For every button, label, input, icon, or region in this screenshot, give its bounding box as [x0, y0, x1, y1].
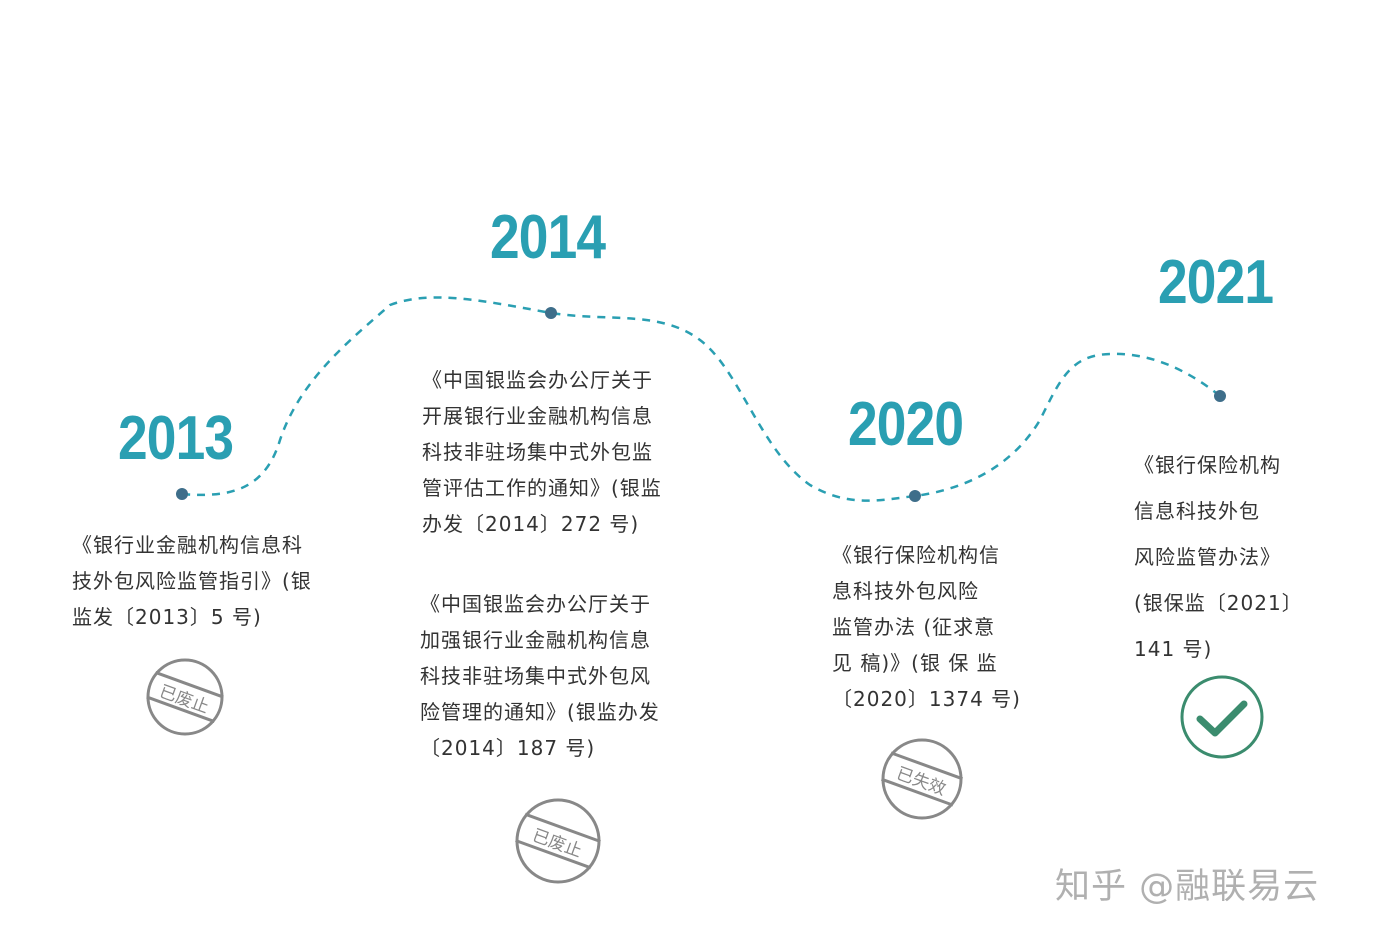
doc-line: 《中国银监会办公厅关于: [420, 592, 651, 616]
timeline-dot-2021: [1214, 390, 1226, 402]
check-icon: [1178, 673, 1266, 761]
doc-line: 见 稿)》(银 保 监: [832, 651, 998, 675]
doc-line: 《中国银监会办公厅关于: [422, 368, 653, 392]
doc-line: 信息科技外包: [1134, 499, 1260, 523]
timeline-path: [181, 296, 1221, 502]
doc-line: 141 号): [1134, 637, 1213, 661]
doc-line: 技外包风险监管指引》(银: [72, 569, 312, 593]
doc-line: 息科技外包风险: [832, 579, 979, 603]
doc-line: 加强银行业金融机构信息: [420, 628, 651, 652]
doc-2014-a: 《中国银监会办公厅关于 开展银行业金融机构信息 科技非驻场集中式外包监 管评估工…: [422, 362, 662, 542]
doc-2014-b: 《中国银监会办公厅关于 加强银行业金融机构信息 科技非驻场集中式外包风 险管理的…: [420, 586, 660, 766]
doc-line: 办发〔2014〕272 号): [422, 512, 640, 536]
doc-line: 〔2014〕187 号): [420, 736, 596, 760]
doc-line: 开展银行业金融机构信息: [422, 404, 653, 428]
doc-line: 监管办法 (征求意: [832, 615, 996, 639]
timeline-dot-2014: [545, 307, 557, 319]
doc-2013: 《银行业金融机构信息科 技外包风险监管指引》(银 监发〔2013〕5 号): [72, 527, 312, 635]
year-label-2014: 2014: [490, 203, 606, 272]
stamp-abolished-2013: 已废止: [145, 657, 225, 737]
doc-line: 科技非驻场集中式外包监: [422, 440, 653, 464]
stamp-circle-icon: [515, 798, 601, 884]
year-label-2013: 2013: [118, 404, 234, 473]
doc-line: 《银行保险机构信: [832, 543, 1000, 567]
stamp-expired-2020: 已失效: [880, 737, 964, 821]
year-label-2020: 2020: [848, 390, 964, 459]
doc-line: 〔2020〕1374 号): [832, 687, 1021, 711]
timeline-dot-2013: [176, 488, 188, 500]
doc-line: 监发〔2013〕5 号): [72, 605, 262, 629]
year-label-2021: 2021: [1158, 248, 1274, 317]
doc-line: 险管理的通知》(银监办发: [420, 700, 660, 724]
doc-2021: 《银行保险机构 信息科技外包 风险监管办法》 (银保监〔2021〕 141 号): [1134, 442, 1303, 672]
doc-2020: 《银行保险机构信 息科技外包风险 监管办法 (征求意 见 稿)》(银 保 监 〔…: [832, 537, 1021, 717]
doc-line: 《银行业金融机构信息科: [72, 533, 303, 557]
doc-line: 《银行保险机构: [1134, 453, 1281, 477]
doc-line: 管评估工作的通知》(银监: [422, 476, 662, 500]
doc-line: 科技非驻场集中式外包风: [420, 664, 651, 688]
watermark: 知乎 @融联易云: [1055, 867, 1320, 907]
stamp-circle-icon: [146, 658, 224, 736]
doc-line: (银保监〔2021〕: [1134, 591, 1303, 615]
stamp-circle-icon: [880, 738, 964, 820]
doc-line: 风险监管办法》: [1134, 545, 1281, 569]
timeline-dot-2020: [909, 490, 921, 502]
stamp-abolished-2014: 已废止: [514, 797, 602, 885]
